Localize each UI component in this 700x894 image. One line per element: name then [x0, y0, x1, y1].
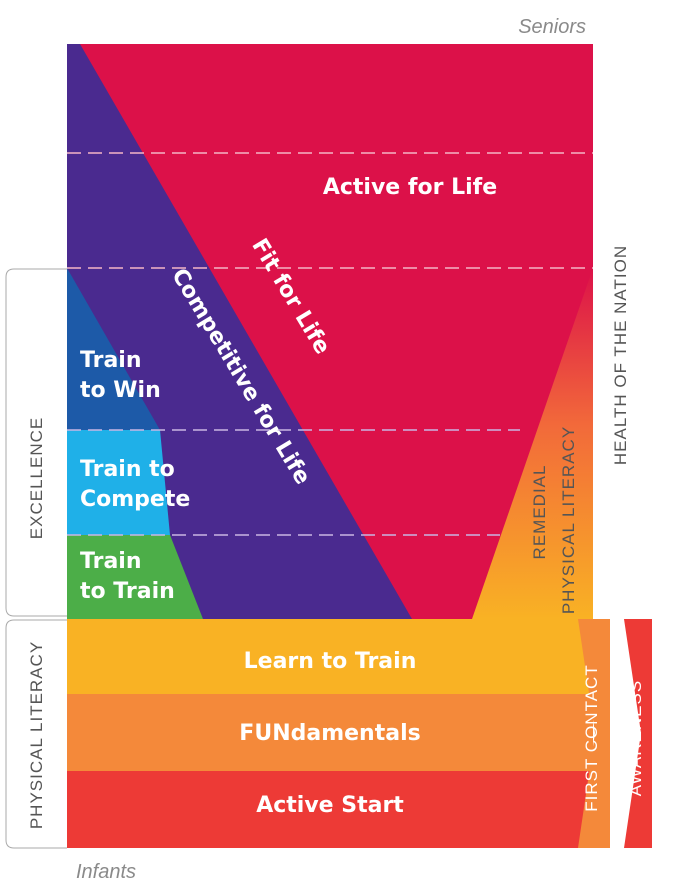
remedial-physical-literacy-label: PHYSICAL LITERACY — [559, 426, 578, 614]
remedial-wedge — [472, 268, 593, 619]
active-start-block — [67, 771, 593, 848]
train-to-win-block — [67, 268, 160, 430]
awareness-label: AWARENESS — [626, 680, 645, 796]
active-for-life-label: Active for Life — [323, 175, 497, 200]
active-start-label: Active Start — [256, 793, 404, 818]
train-to-train-line1: Train — [80, 549, 142, 574]
train-to-train-block — [67, 535, 203, 619]
train-to-compete-line2: Compete — [80, 487, 190, 512]
fundamentals-block — [67, 694, 593, 771]
train-to-win-line1: Train — [80, 348, 142, 373]
learn-to-train-block — [67, 619, 593, 694]
first-contact-label: FIRST CONTACT — [582, 664, 601, 811]
first-contact-chevron — [578, 619, 610, 848]
physical-literacy-label: PHYSICAL LITERACY — [27, 641, 46, 829]
train-to-compete-block — [67, 430, 170, 535]
infants-label: Infants — [76, 861, 136, 883]
train-to-compete-label: Train to Compete — [80, 457, 190, 512]
remedial-label: REMEDIAL — [530, 465, 549, 560]
seniors-label: Seniors — [518, 16, 586, 38]
health-of-nation-label: HEALTH OF THE NATION — [611, 245, 630, 465]
excellence-bracket — [5, 268, 67, 617]
excellence-label: EXCELLENCE — [27, 417, 46, 539]
train-to-win-line2: to Win — [80, 378, 161, 403]
train-to-train-line2: to Train — [80, 579, 175, 604]
physical-literacy-bracket — [5, 619, 67, 849]
awareness-chevron — [624, 619, 652, 848]
train-to-win-label: Train to Win — [80, 348, 161, 403]
train-to-train-label: Train to Train — [80, 549, 175, 604]
fundamentals-label: FUNdamentals — [239, 721, 420, 746]
learn-to-train-label: Learn to Train — [244, 649, 417, 674]
train-to-compete-line1: Train to — [80, 457, 175, 482]
